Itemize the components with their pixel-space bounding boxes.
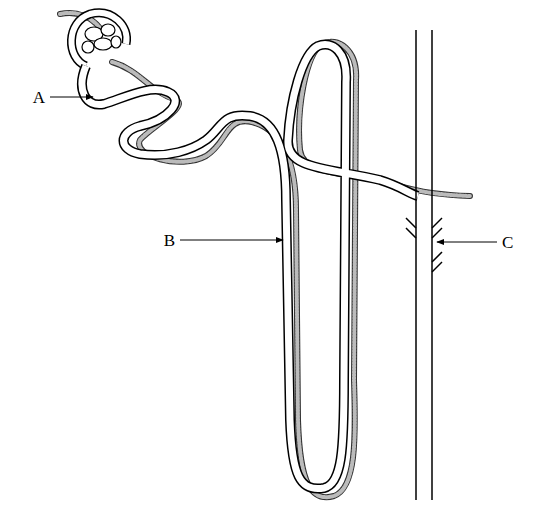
part-label: A — [32, 89, 46, 106]
glomerulus — [82, 24, 121, 53]
renal-tubule — [82, 45, 418, 489]
part-label: B — [163, 232, 176, 249]
bowmans-capsule — [71, 13, 126, 66]
part-label: C — [501, 234, 514, 251]
collecting-duct — [406, 30, 442, 500]
leader-arrow — [50, 97, 497, 242]
blood-vessel — [60, 13, 470, 497]
